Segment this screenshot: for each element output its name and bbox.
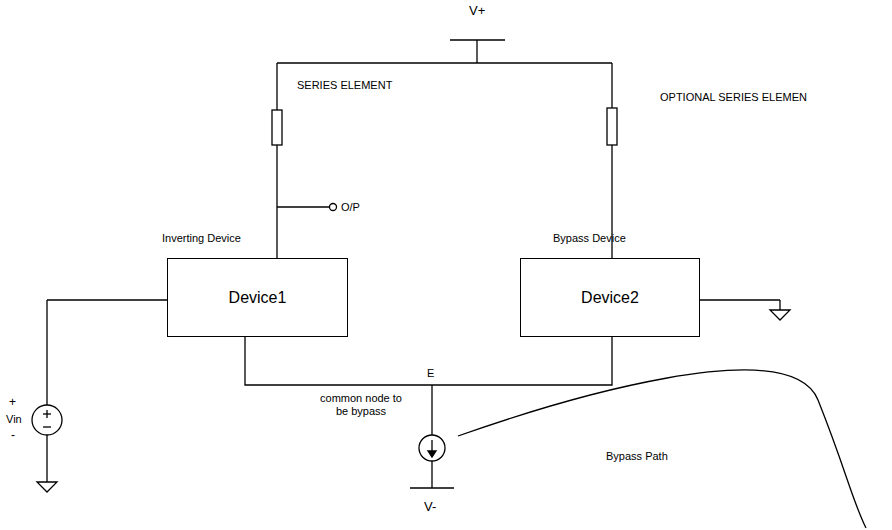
wire <box>611 63 612 108</box>
ground-symbol <box>37 482 57 492</box>
bypass-path-curve <box>458 370 866 528</box>
plus-sign <box>43 413 51 414</box>
device-label: Device2 <box>573 285 647 311</box>
device-box: Device1 <box>167 258 348 337</box>
wire <box>47 299 167 300</box>
wire <box>431 385 432 435</box>
circuit-label: + <box>9 396 16 409</box>
wire <box>46 435 47 482</box>
current-arrow <box>428 451 436 457</box>
circuit-label: O/P <box>341 201 360 214</box>
circuit-label: Inverting Device <box>162 232 241 245</box>
wire <box>46 300 47 405</box>
output-terminal <box>330 204 337 211</box>
wire <box>700 299 780 300</box>
circuit-label: V+ <box>469 4 485 17</box>
wire <box>277 62 612 63</box>
supply-bar <box>410 487 454 488</box>
voltage-source-symbol <box>32 405 62 435</box>
wire <box>276 63 277 110</box>
circuit-label: Bypass Path <box>606 450 668 463</box>
common-node-wire <box>245 337 612 385</box>
wire <box>476 40 477 63</box>
current-arrow <box>431 440 432 452</box>
resistor-symbol <box>607 108 617 145</box>
circuit-label: SERIES ELEMENT <box>297 79 392 92</box>
circuit-label: Vin <box>6 413 22 426</box>
wire <box>276 145 277 258</box>
wire <box>277 206 329 207</box>
device-box: Device2 <box>520 258 700 337</box>
circuit-label: OPTIONAL SERIES ELEMEN <box>660 91 807 104</box>
circuit-label: Bypass Device <box>553 232 626 245</box>
circuit-label: V- <box>424 500 436 513</box>
resistor-symbol <box>272 110 282 145</box>
ground-symbol <box>770 310 790 320</box>
circuit-label: common node to be bypass <box>318 392 404 418</box>
minus-sign <box>43 426 51 427</box>
wire <box>779 300 780 310</box>
wire <box>431 461 432 488</box>
circuit-label: - <box>11 429 15 442</box>
circuit-label: E <box>427 367 434 380</box>
device-label: Device1 <box>221 285 295 311</box>
current-source-symbol <box>419 435 445 461</box>
